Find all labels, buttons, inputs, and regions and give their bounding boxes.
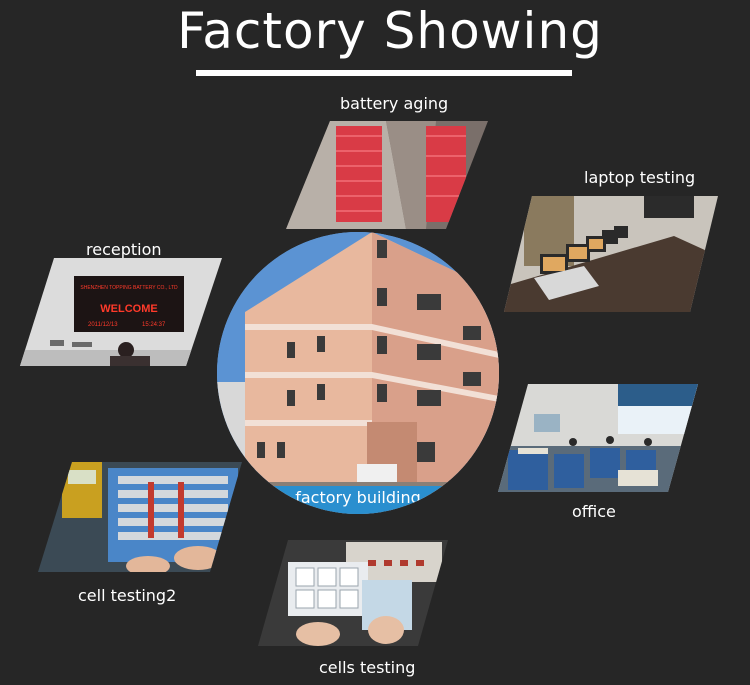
reception-sign-date: 2011/12/13: [88, 322, 118, 328]
reception-sign-time: 15:24:37: [142, 322, 166, 328]
reception-sign-company: SHENZHEN TOPPING BATTERY CO., LTD: [80, 285, 178, 291]
page-title: Factory Showing: [177, 2, 603, 60]
laptop-testing-label: laptop testing: [584, 168, 696, 187]
battery-aging-photo: [286, 121, 488, 229]
title-underline: [196, 70, 572, 76]
factory-building-label: factory building: [217, 486, 499, 514]
reception-photo: SHENZHEN TOPPING BATTERY CO., LTD WELCOM…: [20, 258, 222, 366]
cell-testing2-photo: [38, 462, 242, 572]
factory-building-photo: factory building: [217, 232, 499, 514]
cell-testing2-label: cell testing2: [78, 586, 177, 605]
cells-testing-photo: [258, 540, 448, 646]
office-photo: [498, 384, 698, 492]
cells-testing-label: cells testing: [319, 658, 416, 677]
reception-label: reception: [86, 240, 162, 259]
reception-sign-welcome: WELCOME: [100, 303, 157, 315]
laptop-testing-photo: [504, 196, 718, 312]
battery-aging-label: battery aging: [340, 94, 449, 113]
office-label: office: [572, 502, 616, 521]
